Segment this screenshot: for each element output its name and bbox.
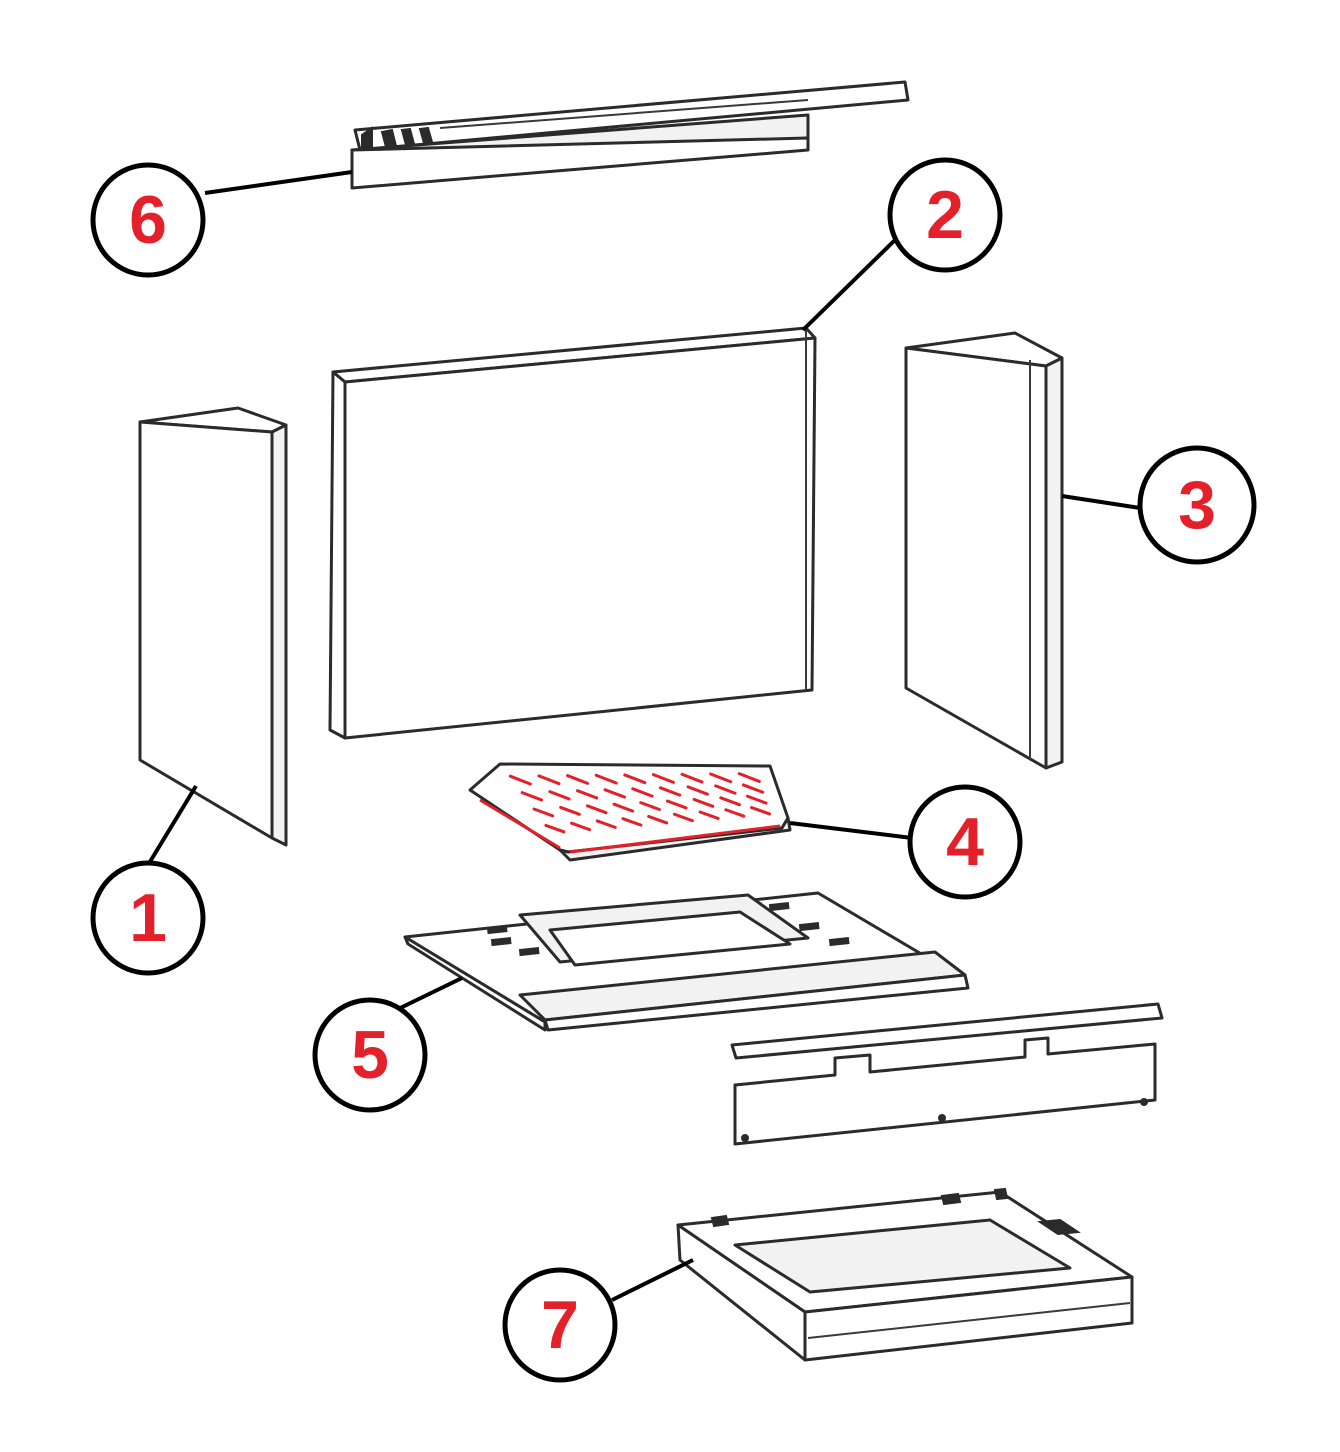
grate-slot [570, 821, 592, 832]
grate-slot [658, 786, 682, 797]
callout-number-7: 7 [541, 1287, 579, 1363]
grate-slot [566, 774, 590, 785]
grate-slot [745, 794, 768, 805]
grate-slot [639, 801, 661, 812]
grate [468, 762, 792, 862]
callout-6: 6 [90, 162, 206, 278]
callout-number-6: 6 [129, 182, 167, 258]
leader-line-7 [611, 1258, 694, 1302]
grate-slot [737, 772, 761, 783]
grate-slot [692, 797, 715, 808]
grate-slot [532, 807, 555, 818]
grate-slot [741, 783, 765, 794]
grate-slot [698, 810, 720, 820]
grate-slot [631, 787, 654, 798]
callout-5: 5 [312, 997, 428, 1113]
grate-slot [680, 772, 704, 784]
grate-slot [719, 796, 741, 807]
callout-4: 4 [907, 784, 1023, 900]
grate-slot [647, 814, 669, 825]
grate-slot [603, 788, 626, 799]
grate-slot [544, 823, 566, 834]
back-brick [328, 326, 817, 740]
grate-slot [612, 802, 635, 813]
callout-number-3: 3 [1178, 467, 1216, 543]
callout-number-4: 4 [946, 804, 984, 880]
left-side-brick [138, 406, 288, 847]
grate-slot [686, 785, 709, 796]
leader-line-2 [801, 238, 897, 332]
leader-line-4 [789, 821, 913, 840]
grate-slot [724, 808, 746, 818]
grate-slot [595, 819, 617, 829]
grate-slot [672, 812, 694, 823]
grate-slot [623, 773, 647, 785]
grate-slot [594, 773, 618, 785]
right-side-brick [904, 331, 1064, 770]
callout-number-2: 2 [926, 177, 964, 253]
baffle-plate [350, 80, 910, 190]
leader-line-6 [204, 170, 353, 195]
grate-slot [714, 784, 737, 795]
callout-1: 1 [90, 860, 206, 976]
grate-slot [537, 774, 561, 786]
leader-line-5 [391, 976, 463, 1014]
callout-3: 3 [1137, 445, 1257, 565]
base-plate [403, 891, 970, 1032]
grate-slot [520, 791, 544, 802]
grate-slot [621, 817, 643, 827]
callout-number-1: 1 [129, 880, 167, 956]
grate-slot [651, 773, 675, 784]
grate-slot [665, 799, 688, 810]
callout-7: 7 [502, 1267, 618, 1383]
grate-slot [548, 790, 571, 801]
grate-slot [750, 806, 772, 816]
ash-pan [676, 1187, 1134, 1362]
callout-2: 2 [887, 157, 1003, 273]
grate-slot [559, 805, 581, 816]
grate-slot [709, 772, 733, 784]
grate-slot [585, 804, 608, 815]
grate-slot [575, 789, 599, 800]
leader-lines [146, 170, 1141, 1302]
leader-line-1 [146, 784, 198, 867]
grate-slot [508, 774, 532, 786]
leader-line-3 [1061, 494, 1141, 510]
callout-number-5: 5 [351, 1017, 389, 1093]
front-panel [730, 1002, 1164, 1146]
